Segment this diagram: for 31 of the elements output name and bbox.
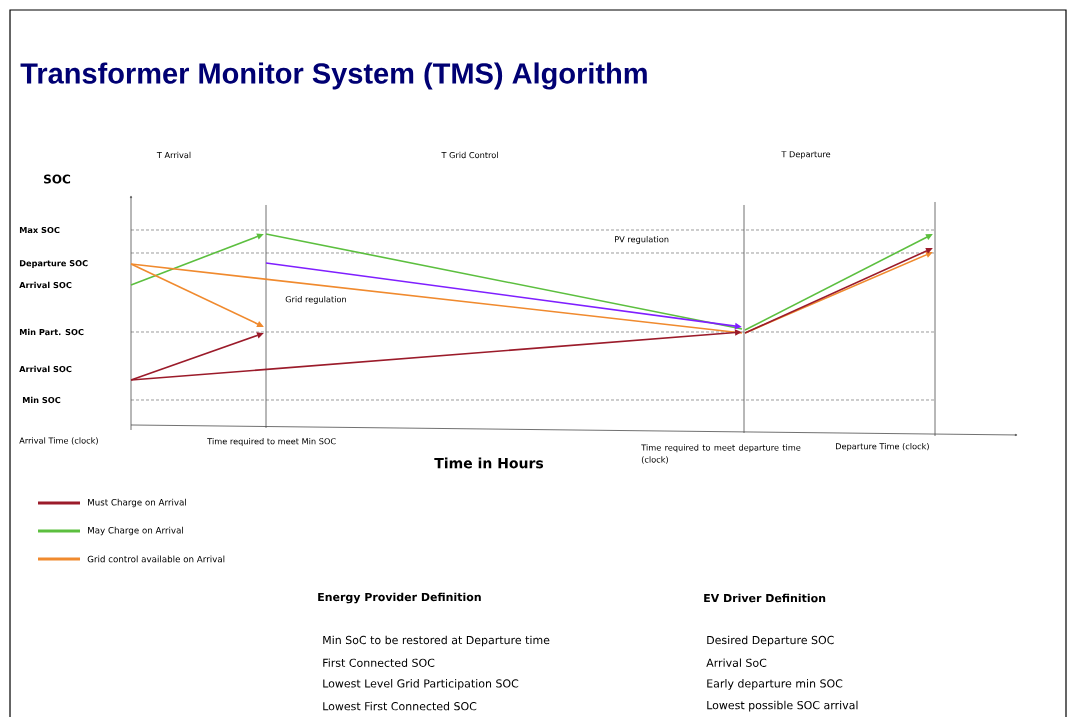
column-heading: Energy Provider Definition bbox=[318, 592, 481, 604]
definition-text: Early departure min SOC bbox=[707, 679, 843, 690]
definition-text: Lowest First Connected SOC bbox=[323, 701, 477, 711]
legend-text: Must Charge on Arrival bbox=[88, 498, 186, 508]
definition-text: Lowest possible SOC arrival bbox=[707, 700, 858, 712]
definition-text: Arrival SoC bbox=[706, 658, 767, 667]
time-label: Time required to meet departure time (clock) bbox=[641, 444, 801, 464]
definition-text: Min SoC to be restored at Departure time bbox=[323, 635, 550, 647]
legend-text: May Charge on Arrival bbox=[88, 526, 183, 536]
column-header: T Departure bbox=[781, 151, 831, 159]
legend-text: Grid control available on Arrival bbox=[87, 555, 225, 563]
column-header: T Arrival bbox=[156, 151, 191, 159]
axis-title: Time in Hours bbox=[434, 457, 544, 469]
time-label: Time required to meet Min SOC bbox=[207, 438, 336, 446]
definition-text: First Connected SOC bbox=[323, 658, 435, 667]
level-label: Arrival SOC bbox=[19, 281, 72, 289]
region-label: Grid regulation bbox=[285, 296, 346, 304]
time-label: Departure Time (clock) bbox=[836, 443, 929, 451]
level-label: Min Part. SOC bbox=[19, 328, 84, 336]
column-heading: EV Driver Definition bbox=[704, 593, 826, 603]
level-label: Departure SOC bbox=[19, 260, 88, 268]
slide-title: Transformer Monitor System (TMS) Algorithm bbox=[20, 62, 647, 90]
time-label: Arrival Time (clock) bbox=[19, 437, 98, 445]
column-header: T Grid Control bbox=[441, 151, 498, 159]
level-label: Max SOC bbox=[19, 226, 60, 234]
level-label: Arrival SOC bbox=[19, 365, 72, 373]
definition-text: Lowest Level Grid Participation SOC bbox=[323, 679, 519, 690]
level-label: Min SOC bbox=[22, 396, 61, 404]
definition-text: Desired Departure SOC bbox=[707, 635, 834, 647]
axis-title: SOC bbox=[44, 174, 71, 184]
region-label: PV regulation bbox=[615, 236, 669, 244]
